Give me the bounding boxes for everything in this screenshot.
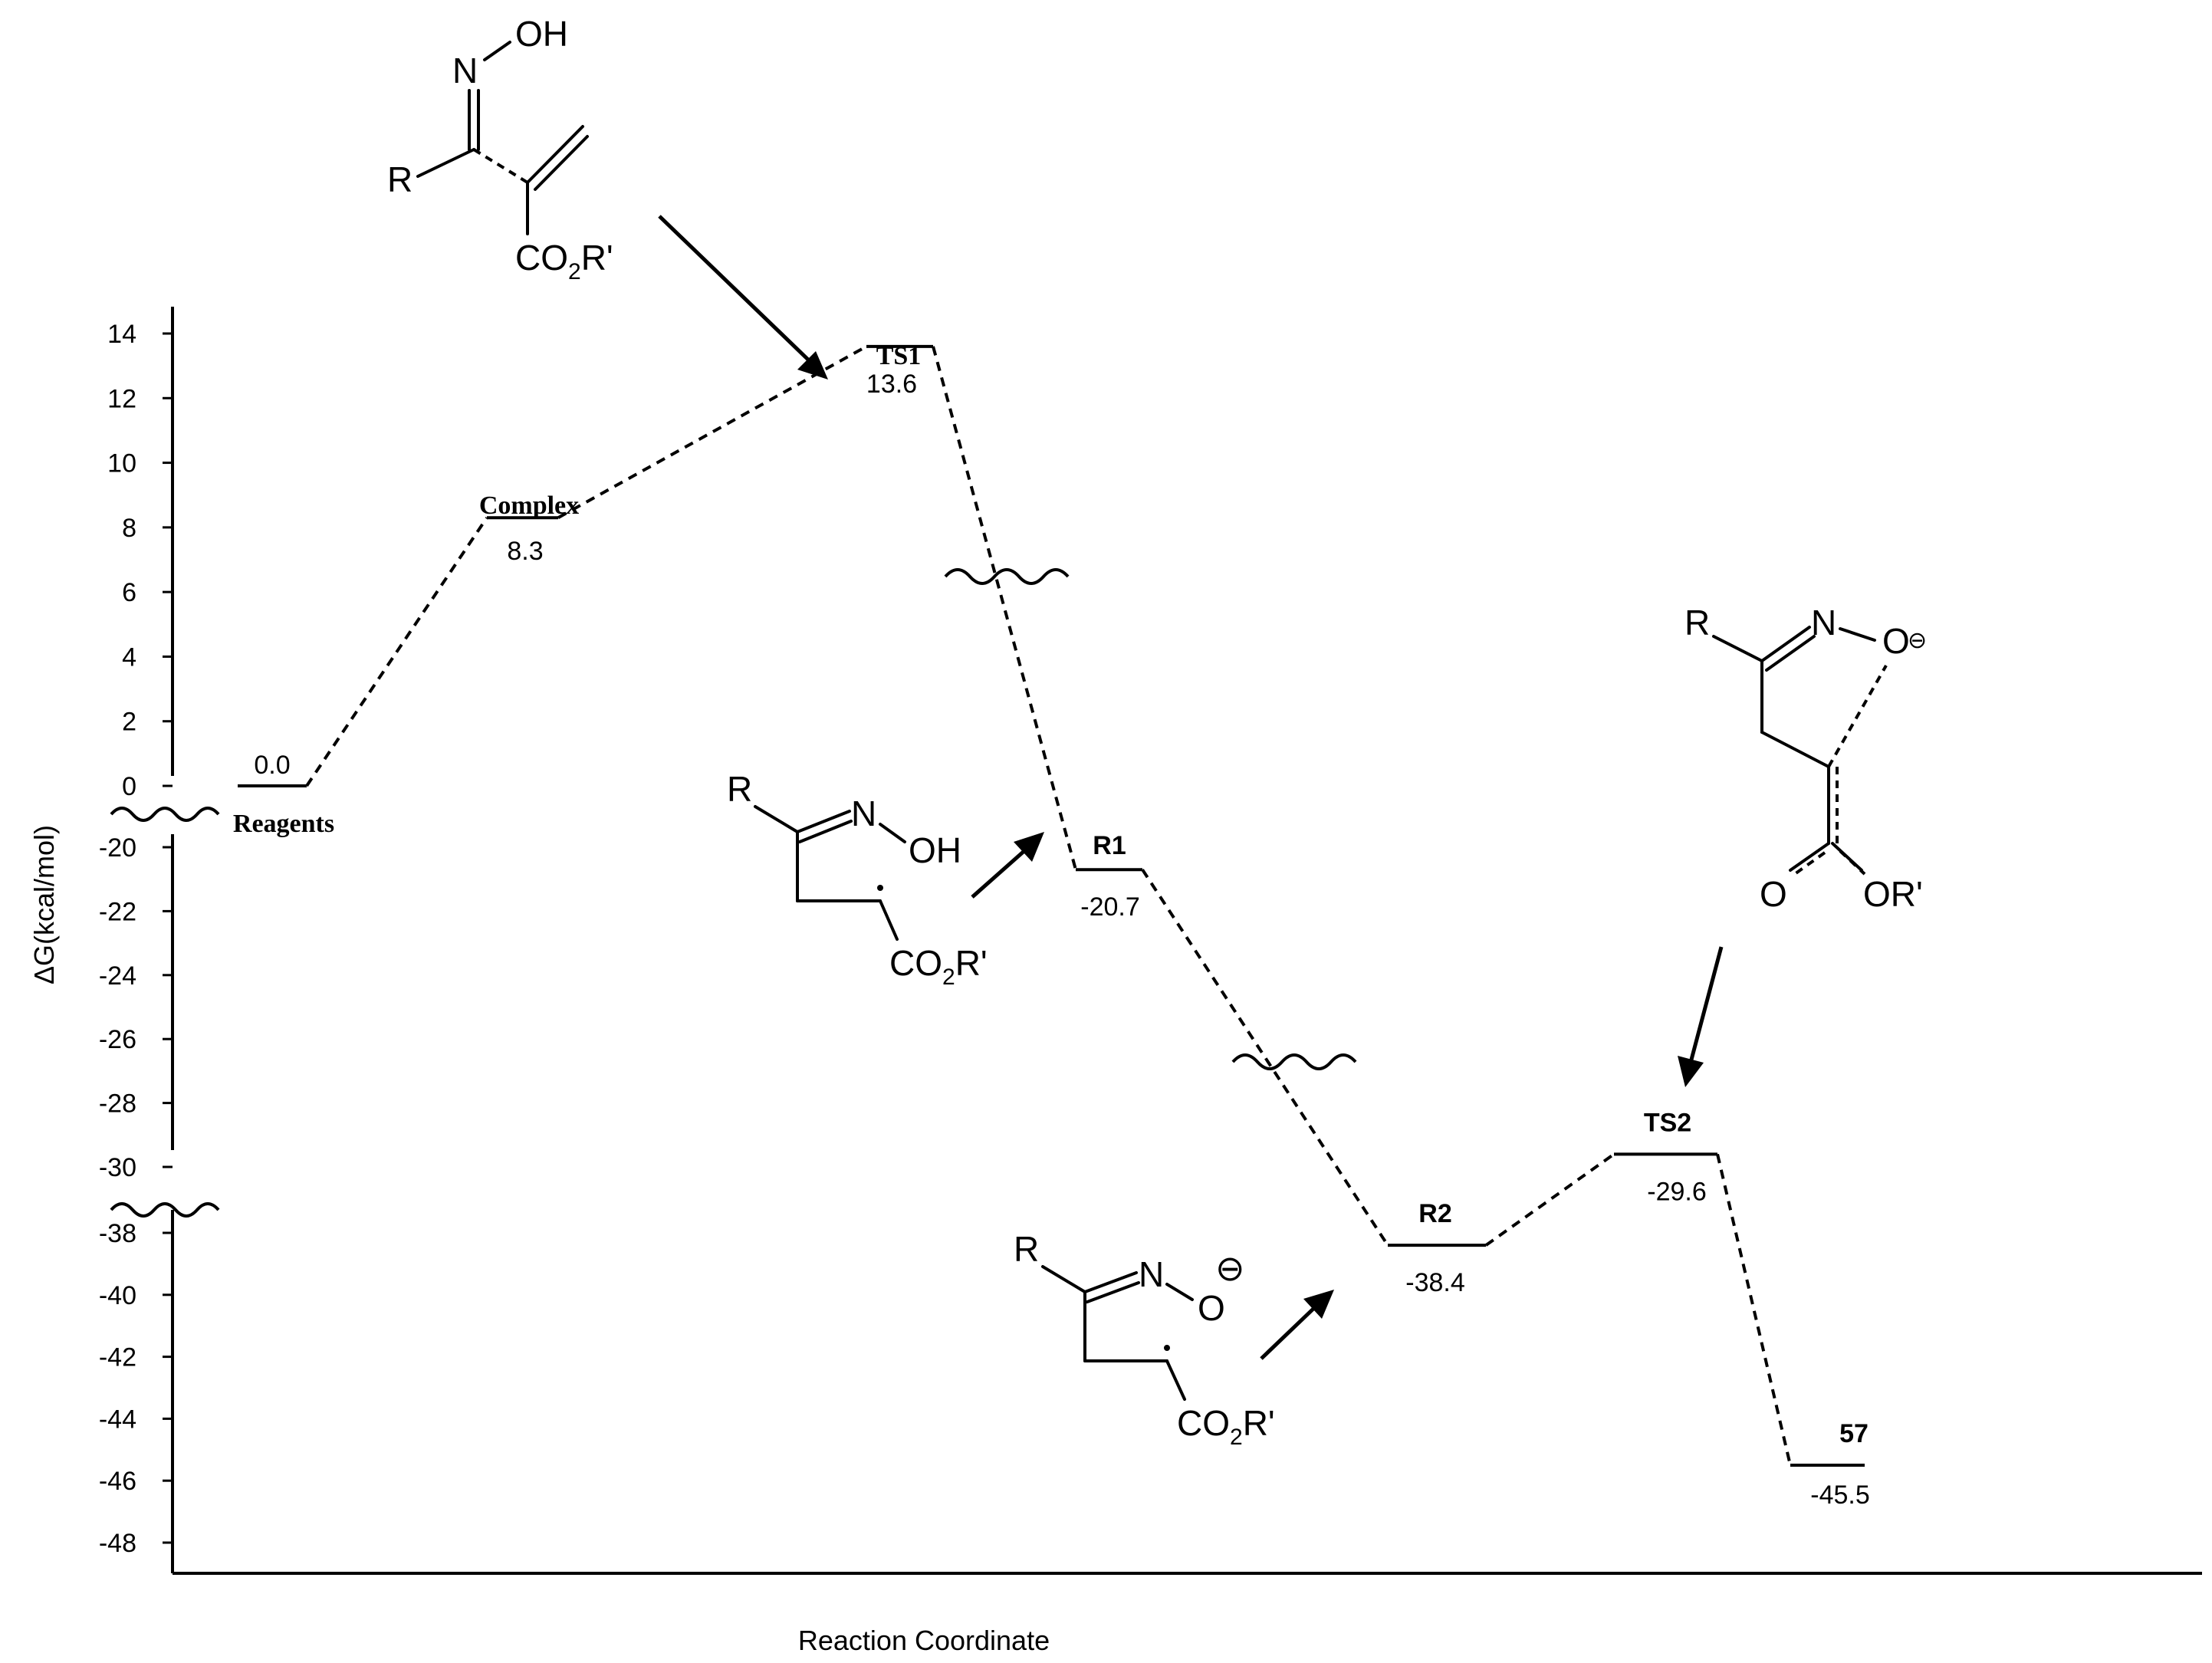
- atom-n: N: [452, 51, 478, 90]
- structure-ts2: R N O ⊖ O OR': [1684, 603, 1927, 914]
- energy-value-complex: 8.3: [507, 537, 543, 566]
- structure-r2: R N O ⊖ CO2R': [1014, 1229, 1275, 1450]
- atom-r: R: [387, 159, 412, 199]
- y-tick-label: -48: [99, 1529, 136, 1558]
- y-tick-label: 6: [122, 578, 136, 607]
- structure-ts1: N OH R CO2R': [387, 14, 613, 284]
- y-tick-label: -26: [99, 1025, 136, 1054]
- connector-break-squiggle-1: [944, 568, 1070, 585]
- charge-minus: ⊖: [1908, 628, 1927, 653]
- atom-r: R: [1684, 603, 1710, 643]
- y-tick-label: 4: [122, 643, 136, 672]
- state-label-ts1: TS1: [876, 342, 922, 370]
- y-tick-label: 2: [122, 708, 136, 737]
- connector-ts2-to-57: [1716, 1153, 1792, 1466]
- y-tick-label: -46: [99, 1467, 136, 1496]
- energy-value-r1: -20.7: [1080, 892, 1140, 922]
- atom-o: O: [1882, 621, 1910, 661]
- radical-dot: [877, 885, 883, 891]
- group-co2r: CO2R': [889, 943, 988, 990]
- group-or: OR': [1863, 874, 1923, 914]
- state-label-ts2: TS2: [1644, 1108, 1691, 1137]
- energy-levels: Reagents0.0Complex8.3TS113.6R1-20.7R2-38…: [233, 342, 1870, 1510]
- state-label-r2: R2: [1418, 1199, 1451, 1228]
- arrow-to-r1: [971, 832, 1044, 899]
- y-tick-label: -30: [99, 1153, 136, 1182]
- state-label-57: 57: [1839, 1419, 1869, 1448]
- y-tick-label: 14: [107, 320, 136, 349]
- connector-r2-to-ts2: [1484, 1152, 1615, 1247]
- y-tick-label: -42: [99, 1343, 136, 1372]
- y-tick-label: -24: [99, 961, 136, 991]
- arrow-to-ts1: [658, 215, 828, 380]
- connector-r1-to-r2: [1141, 869, 1389, 1247]
- y-tick-label: -44: [99, 1405, 136, 1434]
- axis-break-squiggle-upper: [110, 807, 220, 822]
- group-co2r: CO2R': [1177, 1403, 1275, 1450]
- y-tick-label: 0: [122, 772, 136, 801]
- y-tick-label: -28: [99, 1089, 136, 1119]
- radical-dot: [1164, 1345, 1170, 1351]
- energy-value-reagents: 0.0: [254, 751, 290, 780]
- atom-o-left: O: [1760, 874, 1787, 914]
- atom-n: N: [1139, 1254, 1164, 1294]
- axes: 14 12 10 8 6 4 2 0 -20 -22 -24 -26 -28 -30 -38 -40 -42 -4…: [99, 307, 2202, 1575]
- y-axis-title: ΔG(kcal/mol): [28, 825, 60, 984]
- energy-value-ts1: 13.6: [866, 370, 917, 399]
- y-tick-label: -22: [99, 897, 136, 926]
- y-axis-ticks: 14 12 10 8 6 4 2 0 -20 -22 -24 -26 -28 -30 -38 -40 -42 -4…: [99, 320, 173, 1558]
- structure-r1: R N OH CO2R': [727, 769, 988, 990]
- atom-oh: OH: [515, 14, 568, 54]
- y-tick-label: -20: [99, 833, 136, 863]
- energy-value-57: -45.5: [1810, 1481, 1870, 1510]
- connector-ts1-to-r1: [932, 346, 1077, 870]
- atom-o: O: [1198, 1288, 1225, 1328]
- energy-value-ts2: -29.6: [1647, 1177, 1707, 1206]
- energy-value-r2: -38.4: [1405, 1268, 1465, 1297]
- connector-reagents-to-complex: [305, 517, 488, 787]
- state-label-r1: R1: [1093, 831, 1126, 860]
- atom-oh: OH: [909, 830, 961, 870]
- connector-break-squiggle-2: [1231, 1053, 1357, 1070]
- y-tick-label: 12: [107, 384, 136, 413]
- arrow-to-ts2: [1678, 946, 1724, 1087]
- y-tick-label: 8: [122, 514, 136, 543]
- y-tick-label: 10: [107, 449, 136, 478]
- y-tick-label: -38: [99, 1219, 136, 1248]
- arrow-to-r2: [1260, 1290, 1334, 1360]
- atom-r: R: [1014, 1229, 1039, 1269]
- atom-n: N: [851, 794, 876, 833]
- x-axis-title: Reaction Coordinate: [798, 1625, 1050, 1656]
- y-tick-label: -40: [99, 1281, 136, 1310]
- atom-r: R: [727, 769, 752, 809]
- charge-minus: ⊖: [1215, 1248, 1245, 1288]
- axis-break-squiggle-lower: [110, 1202, 220, 1218]
- state-label-reagents: Reagents: [233, 810, 334, 838]
- group-co2r: CO2R': [515, 238, 613, 284]
